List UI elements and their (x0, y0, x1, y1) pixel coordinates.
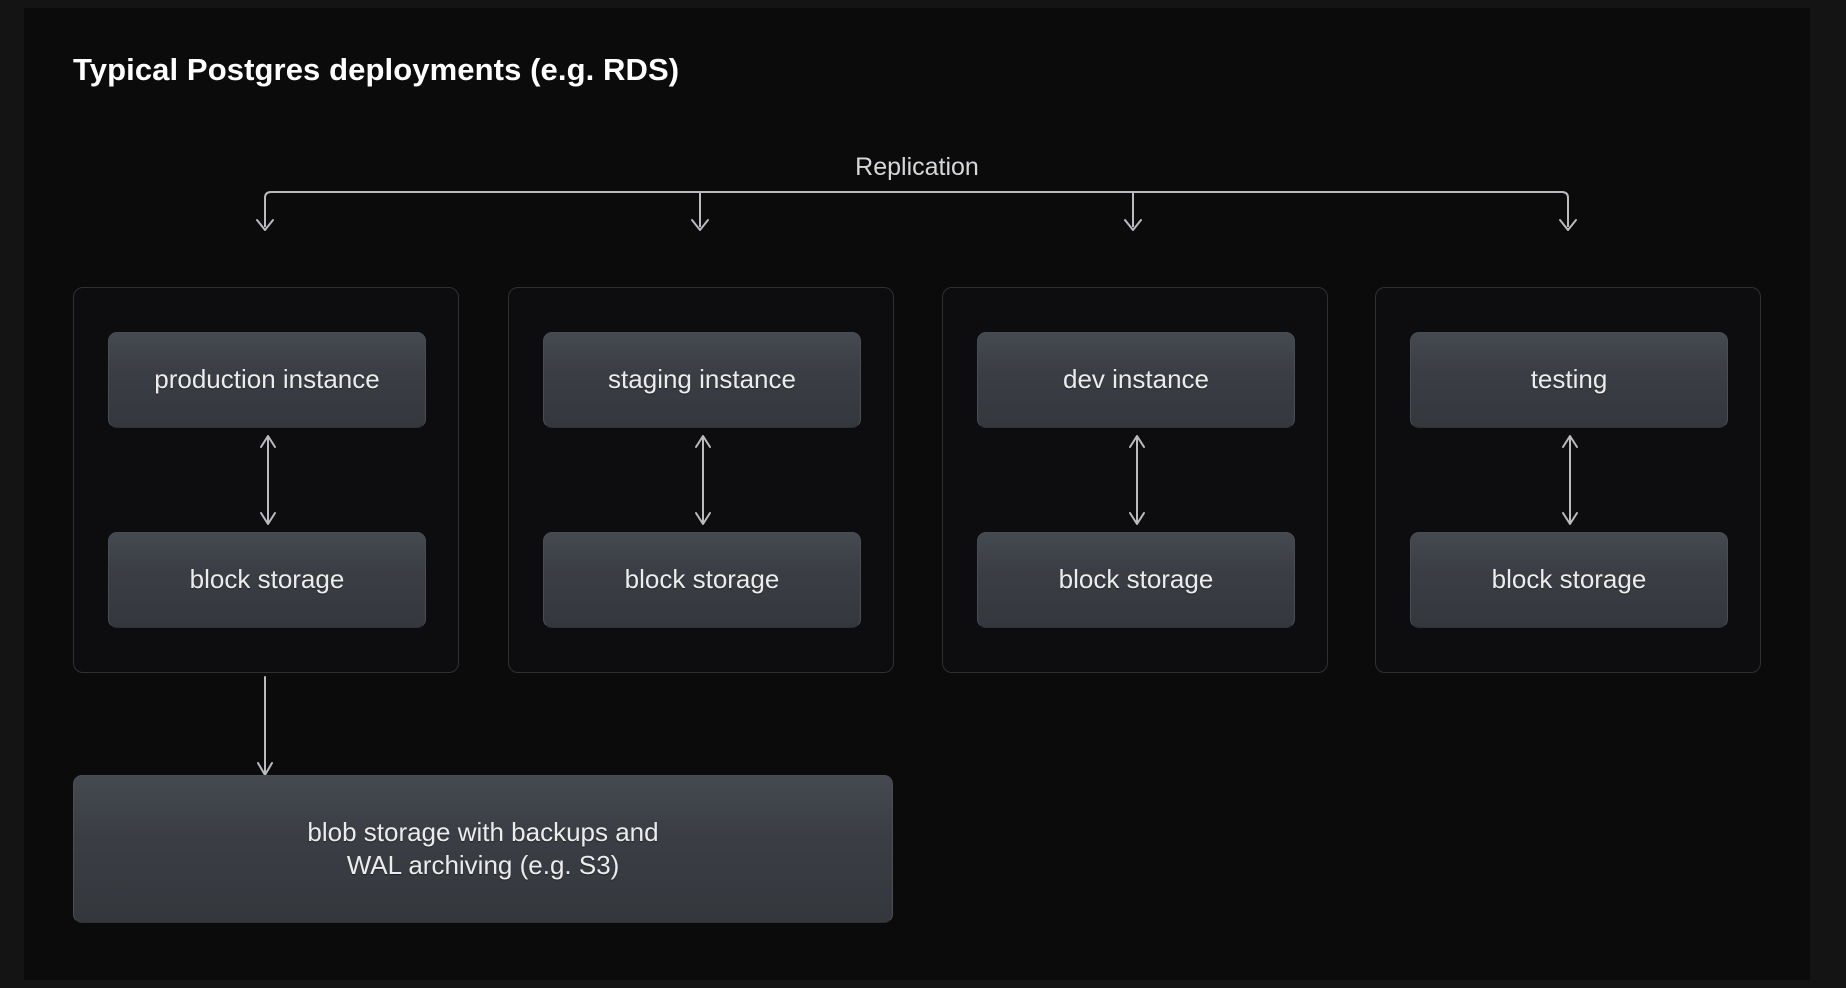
node-testing-instance[interactable]: testing (1410, 332, 1728, 428)
bidirectional-arrow-production (260, 435, 276, 525)
bidirectional-arrow-testing (1562, 435, 1578, 525)
replication-label: Replication (855, 153, 979, 181)
group-testing: testing block storage (1375, 287, 1761, 673)
page-title: Typical Postgres deployments (e.g. RDS) (73, 52, 680, 87)
group-production: production instance block storage (73, 287, 459, 673)
node-blob-storage[interactable]: blob storage with backups and WAL archiv… (73, 775, 893, 923)
node-staging-instance[interactable]: staging instance (543, 332, 861, 428)
diagram-canvas: Typical Postgres deployments (e.g. RDS) … (24, 8, 1810, 980)
arrow-production-to-blob (257, 676, 273, 776)
group-dev: dev instance block storage (942, 287, 1328, 673)
node-staging-block-storage[interactable]: block storage (543, 532, 861, 628)
bidirectional-arrow-staging (695, 435, 711, 525)
bidirectional-arrow-dev (1129, 435, 1145, 525)
blob-storage-line2: WAL archiving (e.g. S3) (346, 850, 620, 880)
node-production-block-storage[interactable]: block storage (108, 532, 426, 628)
node-dev-instance[interactable]: dev instance (977, 332, 1295, 428)
blob-storage-line1: blob storage with backups and (307, 816, 659, 847)
group-staging: staging instance block storage (508, 287, 894, 673)
node-production-instance[interactable]: production instance (108, 332, 426, 428)
node-testing-block-storage[interactable]: block storage (1410, 532, 1728, 628)
node-dev-block-storage[interactable]: block storage (977, 532, 1295, 628)
